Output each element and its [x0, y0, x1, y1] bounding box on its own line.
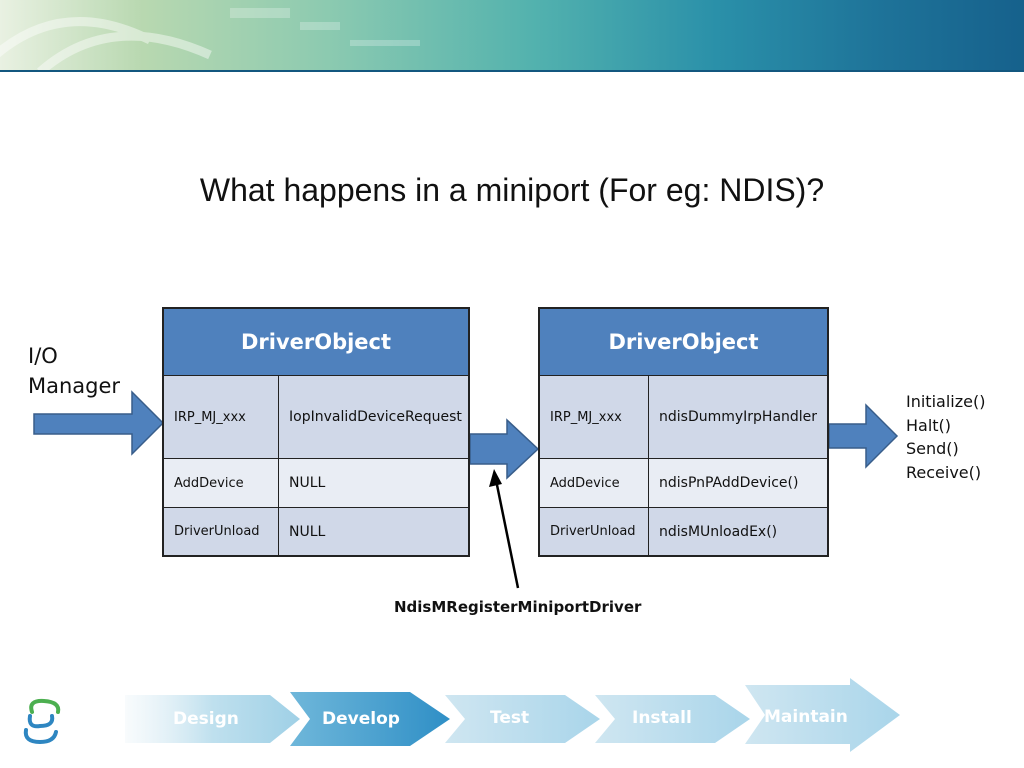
stage-install-arrow — [595, 695, 750, 743]
stage-develop-label: Develop — [322, 709, 400, 729]
table-key: DriverUnload — [162, 507, 279, 557]
stage-develop-arrow — [290, 692, 450, 746]
miniport-calls: Initialize() Halt() Send() Receive() — [906, 390, 985, 484]
stage-maintain-arrow — [745, 678, 900, 752]
table-key: DriverUnload — [538, 507, 649, 557]
stage-test-label: Test — [490, 708, 530, 728]
table-key: AddDevice — [162, 458, 279, 508]
call-item: Initialize() — [906, 392, 986, 411]
table-key: IRP_MJ_xxx — [538, 375, 649, 459]
table-row: DriverUnload NULL — [162, 507, 470, 557]
lifecycle-arrows — [23, 678, 900, 752]
stage-test-arrow — [445, 695, 600, 743]
arrow-io-to-driverobject — [33, 390, 165, 456]
register-pointer-arrowhead — [489, 469, 502, 487]
call-item: Send() — [906, 439, 959, 458]
table-value: NULL — [278, 458, 470, 508]
lifecycle-bar: Design Develop Test Install Maintain — [0, 670, 1024, 768]
table-row: IRP_MJ_xxx ndisDummyIrpHandler — [538, 375, 829, 459]
company-logo — [23, 698, 61, 745]
arrow-driverobject-to-driverobject — [469, 418, 540, 480]
banner-underline — [0, 70, 1024, 72]
stage-install-label: Install — [632, 708, 692, 728]
stage-design-label: Design — [173, 709, 239, 729]
call-item: Receive() — [906, 462, 982, 482]
driverobject-table-before: DriverObject IRP_MJ_xxx IopInvalidDevice… — [162, 307, 470, 557]
register-function-label: NdisMRegisterMiniportDriver — [394, 598, 642, 616]
slide-title: What happens in a miniport (For eg: NDIS… — [199, 172, 825, 208]
table-row: DriverUnload ndisMUnloadEx() — [538, 507, 829, 557]
stage-design-arrow — [125, 695, 300, 743]
driverobject-table-after: DriverObject IRP_MJ_xxx ndisDummyIrpHand… — [538, 307, 829, 557]
table-header: DriverObject — [539, 308, 828, 376]
arrow-driverobject-to-calls — [828, 403, 899, 469]
table-key: AddDevice — [538, 458, 649, 508]
call-item: Halt() — [906, 415, 952, 435]
table-row: IRP_MJ_xxx IopInvalidDeviceRequest — [162, 375, 470, 459]
table-value: ndisDummyIrpHandler — [648, 375, 829, 459]
table-key: IRP_MJ_xxx — [162, 375, 279, 459]
banner-decoration — [0, 8, 420, 72]
table-row: AddDevice NULL — [162, 458, 470, 508]
table-value: NULL — [278, 507, 470, 557]
table-row: AddDevice ndisPnPAddDevice() — [538, 458, 829, 508]
table-header: DriverObject — [163, 308, 469, 376]
table-value: ndisMUnloadEx() — [648, 507, 829, 557]
io-manager-label: I/O Manager — [28, 344, 121, 398]
table-value: IopInvalidDeviceRequest — [278, 375, 470, 459]
register-pointer-line — [494, 479, 520, 589]
stage-maintain-label: Maintain — [764, 707, 848, 727]
table-value: ndisPnPAddDevice() — [648, 458, 829, 508]
header-banner — [0, 0, 1024, 72]
